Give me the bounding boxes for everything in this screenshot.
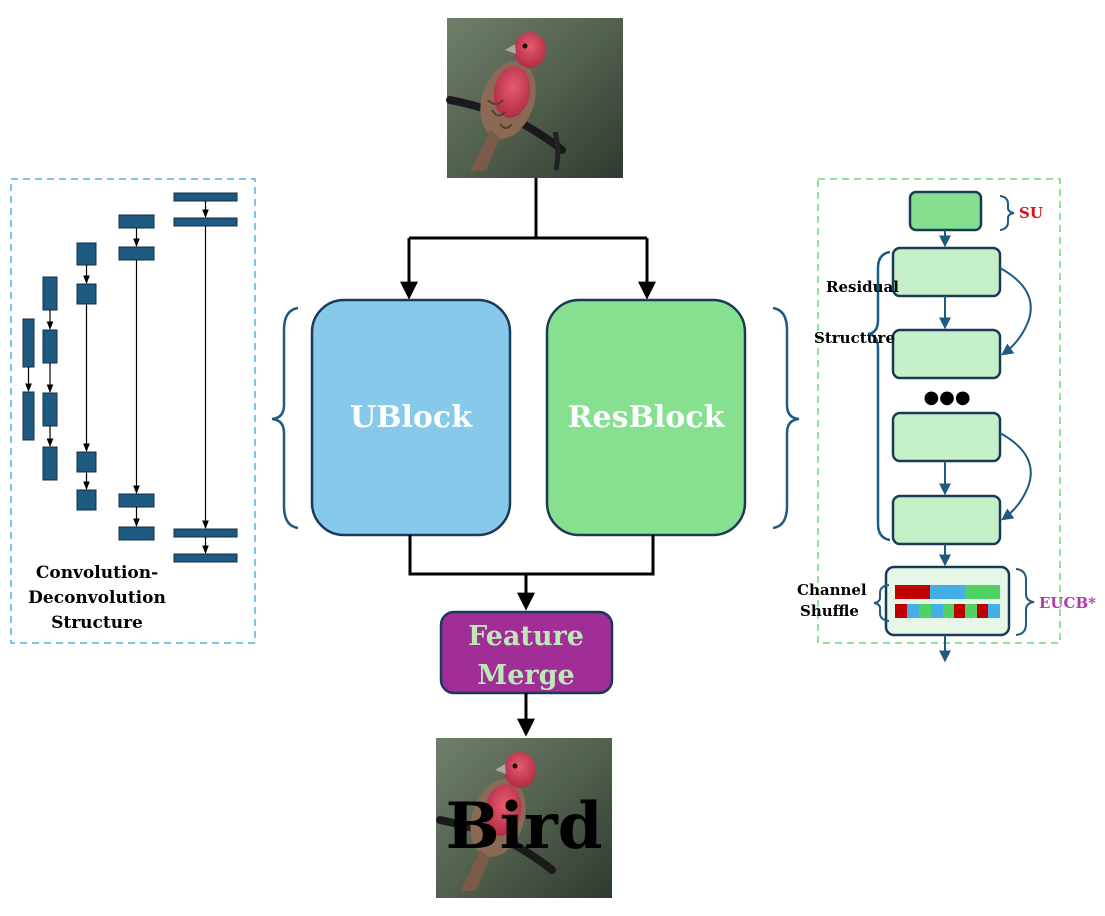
conv-block [173,217,238,227]
residual-label-line2: Structure [814,329,895,347]
channel-shuffle-line2: Shuffle [800,602,859,620]
conv-deconv-label-line1: Convolution- [36,563,158,583]
right-brace [772,306,800,530]
eucb-brace [1015,568,1035,636]
conv-deconv-label-line2: Deconvolution [28,588,166,608]
left-brace [271,306,299,530]
residual-block [891,246,1002,298]
deconv-block [173,553,238,563]
deconv-block [76,451,97,473]
deconv-block [22,391,35,441]
deconv-block [42,392,58,427]
conv-deconv-arrows [25,201,209,554]
conv-block [76,283,97,305]
resblock-box [545,298,747,537]
residual-brace [867,250,891,542]
conv-deconv-blocks [22,192,238,563]
resblock-label: ResBlock [568,400,726,435]
input-connector [400,178,656,300]
conv-block [173,192,238,202]
output-bird-image [436,738,612,898]
deconv-block [76,489,97,511]
output-class-label: Bird [446,789,603,864]
deconv-block [42,446,58,481]
conv-block [76,242,97,266]
eucb-block [884,565,1011,637]
su-brace [999,195,1015,231]
conv-block [22,318,35,368]
su-block [908,190,983,232]
deconv-block [118,526,155,541]
conv-block [118,246,155,261]
residual-label-line1: Residual [826,278,899,296]
residual-block [891,411,1002,463]
channel-shuffle-brace [873,584,890,622]
conv-block [42,329,58,364]
channel-shuffle-bars [895,585,1000,618]
residual-arrows [939,267,1032,567]
input-bird-image [446,18,623,178]
resblock-detail-panel [817,178,1061,644]
conv-block [118,214,155,229]
deconv-block [173,528,238,538]
residual-block [891,494,1002,546]
residual-block [891,328,1002,380]
merge-connector [408,535,655,611]
conv-deconv-label-line3: Structure [51,613,143,633]
channel-shuffle-line1: Channel [797,581,867,599]
feature-merge-line2: Merge [477,660,574,691]
residual-ellipsis: ●●● [923,387,970,408]
ublock-label: UBlock [350,400,473,435]
conv-block [42,276,58,311]
feature-merge-line1: Feature [468,621,584,652]
su-label: SU [1019,204,1043,222]
conv-deconv-panel [10,178,256,644]
deconv-block [118,493,155,508]
eucb-label: EUCB* [1039,594,1096,612]
